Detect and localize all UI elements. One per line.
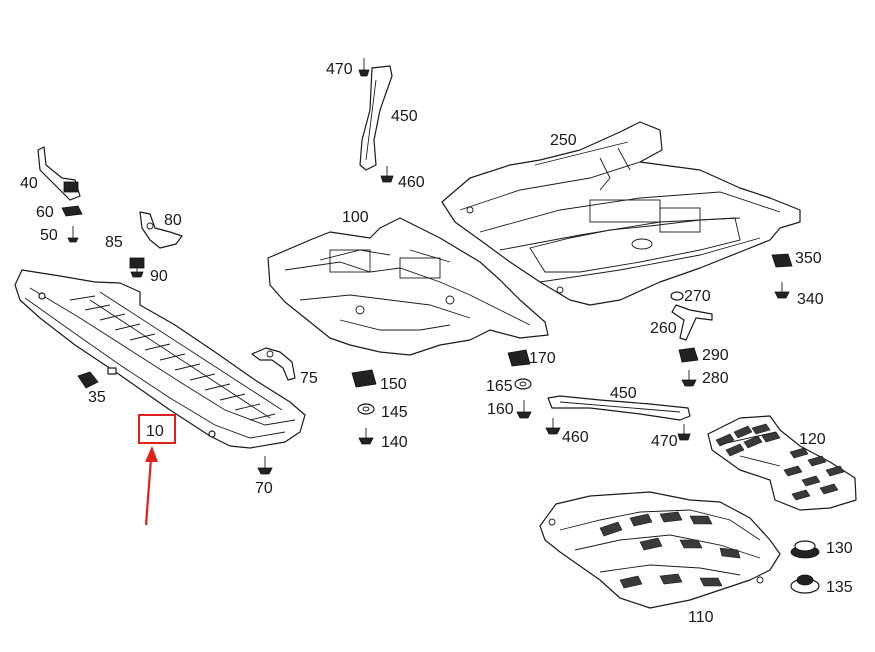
- part-150-clip: [351, 369, 377, 388]
- label-270: 270: [684, 288, 711, 305]
- part-280-screw: [681, 370, 697, 387]
- highlight-box: [138, 414, 176, 444]
- part-470-screw-lower: [677, 424, 691, 441]
- part-90-screw: [130, 266, 144, 278]
- part-340-screw: [774, 282, 790, 299]
- label-470-upper: 470: [326, 61, 353, 78]
- label-350: 350: [795, 250, 822, 267]
- part-70-screw: [257, 456, 273, 475]
- label-280: 280: [702, 370, 729, 387]
- label-130: 130: [826, 540, 853, 557]
- part-140-screw: [358, 428, 374, 445]
- part-450-strut-upper: [359, 65, 393, 171]
- label-80: 80: [164, 212, 182, 229]
- part-80-bracket: [129, 211, 183, 269]
- label-470-lower: 470: [651, 433, 678, 450]
- part-260-bracket: [671, 304, 713, 341]
- part-135-grommet: [790, 574, 820, 594]
- part-130-grommet: [790, 540, 820, 559]
- label-260: 260: [650, 320, 677, 337]
- part-450-strut-lower: [547, 395, 691, 421]
- label-40: 40: [20, 175, 38, 192]
- label-135: 135: [826, 579, 853, 596]
- highlight-callout: [138, 414, 176, 526]
- label-150: 150: [380, 376, 407, 393]
- label-140: 140: [381, 434, 408, 451]
- highlight-arrow-head: [145, 446, 158, 462]
- part-290-clip: [678, 347, 699, 363]
- label-145: 145: [381, 404, 408, 421]
- label-60: 60: [36, 204, 54, 221]
- label-100: 100: [342, 209, 369, 226]
- part-60-clip: [61, 205, 83, 217]
- part-10-grille: [69, 291, 283, 421]
- label-10: 10: [146, 423, 164, 440]
- part-160-screw: [516, 400, 532, 419]
- part-145-washer: [357, 403, 375, 415]
- label-340: 340: [797, 291, 824, 308]
- part-110-lower-panel: [539, 491, 781, 609]
- part-350-clip: [771, 253, 793, 268]
- part-100-center-panel: [267, 217, 549, 356]
- label-170: 170: [529, 350, 556, 367]
- part-165-washer: [514, 378, 532, 390]
- label-70: 70: [255, 480, 273, 497]
- label-110: 110: [688, 609, 714, 626]
- part-10-front-panel: [14, 269, 306, 449]
- label-35: 35: [88, 389, 106, 406]
- label-450-lower: 450: [610, 385, 637, 402]
- label-50: 50: [40, 227, 58, 244]
- label-460-lower: 460: [562, 429, 589, 446]
- part-460-screw-upper: [380, 166, 394, 183]
- label-160: 160: [487, 401, 514, 418]
- label-290: 290: [702, 347, 729, 364]
- part-120-mesh-panel: [707, 415, 857, 511]
- highlight-arrow-shaft: [144, 457, 153, 526]
- label-75: 75: [300, 370, 318, 387]
- label-90: 90: [150, 268, 168, 285]
- part-35-clip: [77, 371, 99, 389]
- label-165: 165: [486, 378, 513, 395]
- part-170-clip: [507, 349, 531, 367]
- part-50-screw: [67, 226, 79, 243]
- part-270-screw: [670, 291, 684, 301]
- label-120: 120: [799, 431, 826, 448]
- part-460-screw-lower: [545, 418, 561, 435]
- part-labels: 10 35 40 60 50 85 80 90 75 70 100 470 45…: [20, 61, 853, 626]
- part-470-screw-upper: [358, 58, 370, 77]
- label-450-upper: 450: [391, 108, 418, 125]
- label-460-upper: 460: [398, 174, 425, 191]
- label-250: 250: [550, 132, 577, 149]
- part-40-bracket: [37, 146, 81, 201]
- part-250-rear-panel: [441, 121, 801, 306]
- part-75-bracket: [251, 347, 296, 381]
- label-85: 85: [105, 234, 123, 251]
